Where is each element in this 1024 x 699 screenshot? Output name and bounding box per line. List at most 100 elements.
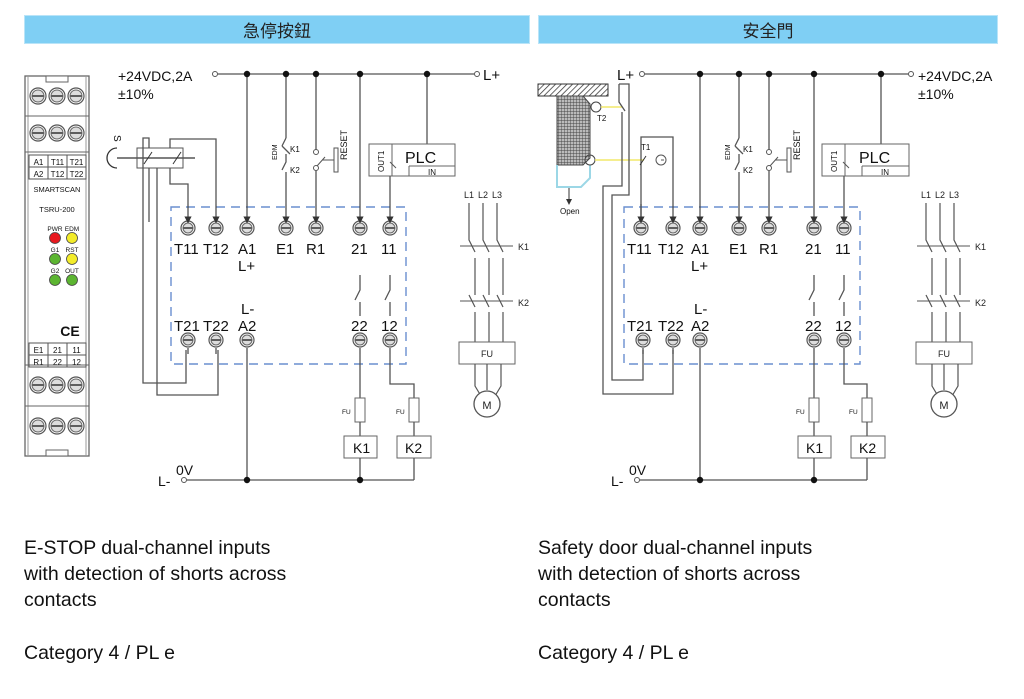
term-12: 12	[381, 318, 398, 335]
term-A1-lplus: L+	[238, 258, 255, 275]
junction-dot	[423, 70, 431, 78]
junction-dot	[356, 476, 364, 484]
term-T21: T21	[174, 318, 200, 335]
dev-term-label: 22	[53, 358, 62, 367]
dev-term-label: E1	[34, 346, 44, 355]
motor-label: M	[939, 400, 948, 412]
relay-terminal-icon	[239, 220, 255, 236]
relay-terminal-icon	[208, 220, 224, 236]
ce-mark: CE	[60, 323, 79, 339]
term-A2: A2	[238, 318, 256, 335]
junction-dot	[243, 70, 251, 78]
supply-tolerance-label: ±10%	[118, 86, 154, 102]
led-label: RST	[66, 247, 79, 254]
motor-label: M	[482, 400, 491, 412]
supply-voltage-label: +24VDC,2A	[118, 68, 193, 84]
junction-dot	[356, 70, 364, 78]
motor-k1-label: K1	[975, 242, 986, 252]
desc-line: with detection of shorts across	[538, 563, 801, 585]
coil-k2-label: K2	[405, 440, 422, 456]
motor-k1-label: K1	[518, 242, 529, 252]
coil-k2-label-right: K2	[859, 440, 876, 456]
safety-door-circuit: L+ +24VDC,2A ±10% Open T2 T1 EDM	[537, 67, 993, 489]
term-A1: A1	[238, 241, 256, 258]
safety-category: Category 4 / PL e	[24, 642, 176, 664]
led-label: OUT	[65, 268, 79, 275]
junction-dot	[735, 70, 743, 78]
term-A1-lplus-right: L+	[691, 258, 708, 275]
desc-line: Safety door dual-channel inputs	[538, 537, 813, 559]
relay-terminal-icon	[180, 332, 196, 348]
led-edm-icon	[66, 232, 78, 244]
fuse-label: FU	[396, 409, 405, 416]
relay-terminal-icon	[635, 332, 651, 348]
coil-k1-label-right: K1	[806, 440, 823, 456]
term-22: 22	[351, 318, 368, 335]
motor-fuse-label: FU	[938, 349, 950, 359]
led-out-icon	[66, 274, 78, 286]
plc-in-label: IN	[428, 168, 436, 177]
edm-k1-label-right: K1	[743, 145, 753, 154]
estop-label: S	[111, 135, 122, 142]
relay-terminal-icon	[382, 220, 398, 236]
device-brand: SMARTSCAN	[34, 185, 81, 194]
plc-label: PLC	[405, 150, 436, 167]
term-12-right: 12	[835, 318, 852, 335]
device-screw-icon	[48, 124, 66, 142]
relay-terminal-icon	[806, 332, 822, 348]
estop-button-icon: S	[106, 135, 195, 169]
junction-dot	[810, 476, 818, 484]
edm-k1-label: K1	[290, 145, 300, 154]
zero-volt-label: 0V	[176, 462, 194, 478]
led-label: G2	[51, 268, 60, 275]
wiring-diagram: A1 T11 T21 A2 T12 T22 SMARTSCAN TSRU-200…	[24, 67, 993, 489]
relay-terminal-icon	[665, 332, 681, 348]
plc-out-label-right: OUT1	[830, 150, 839, 172]
door-open-label: Open	[560, 207, 580, 216]
term-A2-lminus: L-	[241, 301, 254, 318]
l-minus-label-right: L-	[611, 473, 624, 489]
coil-k1-label: K1	[353, 440, 370, 456]
edm-label: EDM	[272, 144, 279, 160]
junction-dot	[696, 70, 704, 78]
motor-k2-label: K2	[518, 298, 529, 308]
relay-terminal-icon	[836, 220, 852, 236]
terminal-label-table-top: A1 T11 T21 A2 T12 T22	[28, 154, 87, 180]
desc-line: with detection of shorts across	[24, 563, 287, 585]
motor-icon	[930, 390, 958, 418]
header-emergency-stop: 急停按鈕	[24, 15, 530, 44]
dev-term-label: R1	[33, 358, 44, 367]
relay-terminal-icon	[692, 220, 708, 236]
safety-relay-device: A1 T11 T21 A2 T12 T22 SMARTSCAN TSRU-200…	[24, 75, 90, 457]
device-screw-icon	[48, 376, 66, 394]
relay-terminal-icon	[692, 332, 708, 348]
term-22-right: 22	[805, 318, 822, 335]
dev-term-label: 21	[53, 346, 62, 355]
junction-dot	[810, 70, 818, 78]
plc-label-right: PLC	[859, 150, 890, 167]
term-T22-right: T22	[658, 318, 684, 335]
device-screw-icon	[48, 87, 66, 105]
motor-k2-label: K2	[975, 298, 986, 308]
phase-label: L3	[492, 190, 502, 200]
relay-terminal-icon	[352, 332, 368, 348]
supply-voltage-label-right: +24VDC,2A	[918, 68, 993, 84]
relay-terminal-icon	[806, 220, 822, 236]
term-T22: T22	[203, 318, 229, 335]
junction-dot	[282, 70, 290, 78]
relay-terminal-icon	[382, 332, 398, 348]
device-screw-icon	[29, 376, 47, 394]
term-A1-right: A1	[691, 241, 709, 258]
plc-out-label: OUT1	[377, 150, 386, 172]
reset-label-right: RESET	[792, 130, 802, 161]
term-11: 11	[381, 241, 397, 258]
reset-label: RESET	[339, 130, 349, 161]
term-T12: T12	[203, 241, 229, 258]
phase-label: L1	[921, 190, 931, 200]
relay-terminal-icon	[761, 220, 777, 236]
desc-line: contacts	[538, 589, 611, 611]
junction-dot	[765, 70, 773, 78]
led-label: G1	[51, 247, 60, 254]
edm-label-right: EDM	[725, 144, 732, 160]
